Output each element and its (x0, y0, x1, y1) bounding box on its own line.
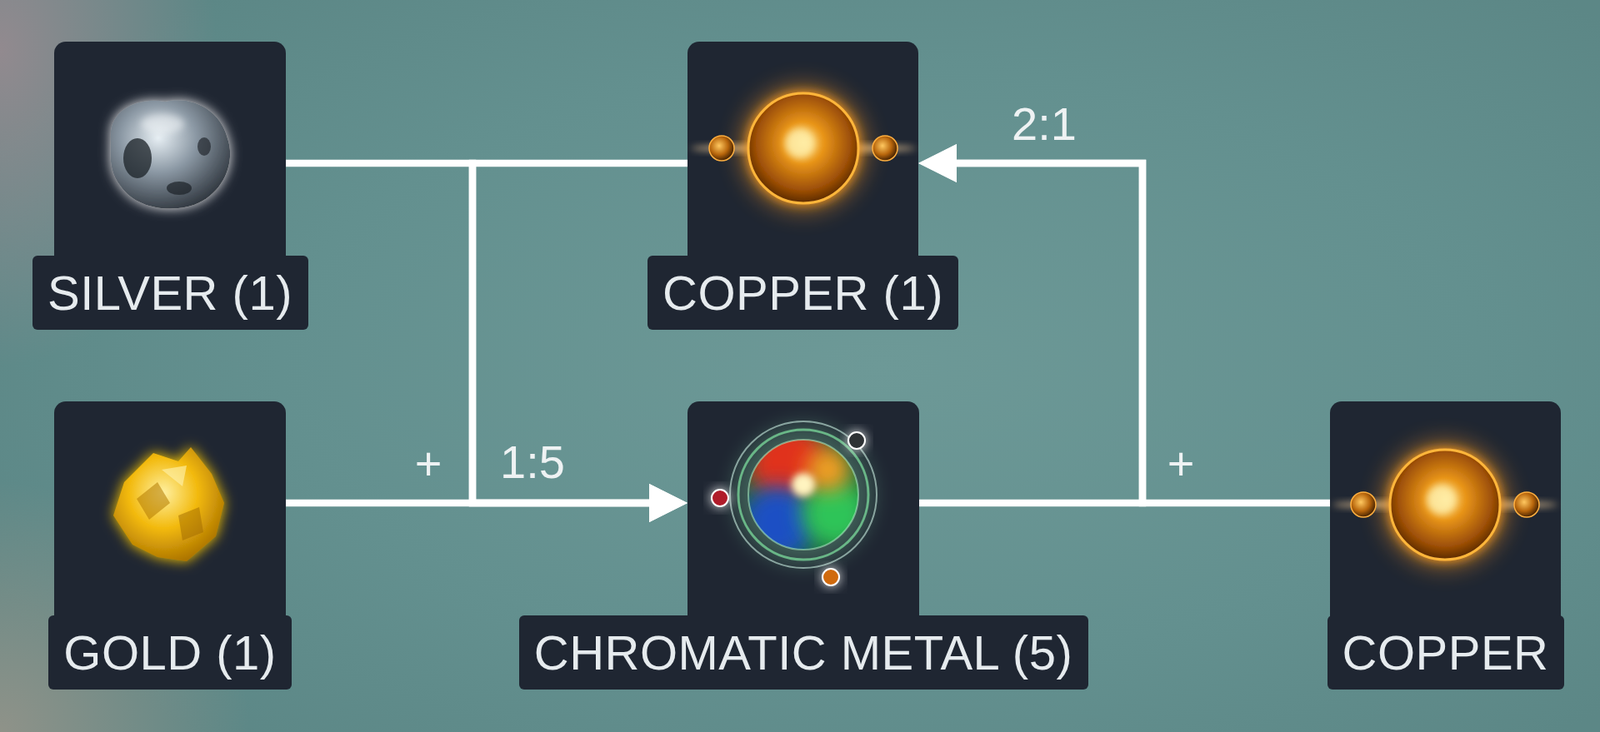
plus-sign: + (415, 440, 443, 488)
rock-crater (197, 137, 211, 156)
resource-name: SILVER (1) (47, 269, 293, 318)
copper-icon (690, 81, 916, 215)
rock-crater (123, 138, 152, 179)
card (687, 41, 919, 284)
card-backgrounds (54, 41, 1561, 644)
chromatic-ring (730, 421, 877, 569)
gold-nugget (113, 447, 225, 562)
orbit-dot (822, 569, 840, 586)
nugget-facet (161, 465, 187, 487)
recipe-connector (285, 500, 663, 508)
resource-card: SILVER (1) (54, 41, 286, 284)
card (54, 401, 286, 644)
label-band: CHROMATIC METAL (5) (519, 615, 1089, 690)
recipe-connector (919, 163, 1143, 504)
resource-name: COPPER (1342, 629, 1550, 678)
orbit-dot (848, 432, 865, 450)
silver-icon (110, 100, 231, 209)
resource-card: COPPER (1) (687, 41, 919, 284)
silver-rock (110, 100, 231, 209)
resource-card: CHROMATIC METAL (5) (687, 401, 920, 644)
nugget-facet (136, 482, 170, 520)
rock-crater (166, 181, 192, 195)
resource-card: COPPER (1330, 401, 1561, 644)
recipe-connector (472, 163, 688, 504)
resource-name: COPPER (1) (662, 269, 944, 318)
label-band: GOLD (1) (48, 615, 292, 690)
card (54, 41, 286, 284)
resource-name: CHROMATIC METAL (5) (534, 629, 1073, 678)
ratio-label: 1:5 (500, 439, 565, 486)
nugget-facet (178, 507, 204, 541)
recipe-connector (943, 163, 1330, 504)
label-band: SILVER (1) (32, 255, 309, 330)
card (1330, 401, 1561, 644)
gold-icon (113, 447, 225, 562)
resource-card: GOLD (1) (54, 401, 286, 644)
card (687, 401, 920, 644)
copper-icon (1332, 438, 1558, 572)
chromatic-icon (711, 421, 877, 586)
label-band: COPPER (1327, 615, 1565, 690)
plus-sign: + (1167, 440, 1195, 488)
resource-name: GOLD (1) (63, 629, 276, 678)
orbit-dot (711, 490, 729, 507)
chromatic-sphere (741, 423, 869, 560)
chromatic-rim (748, 440, 859, 550)
label-band: COPPER (1) (647, 255, 959, 330)
rock-highlight (140, 114, 185, 135)
ratio-label: 2:1 (1011, 100, 1077, 148)
